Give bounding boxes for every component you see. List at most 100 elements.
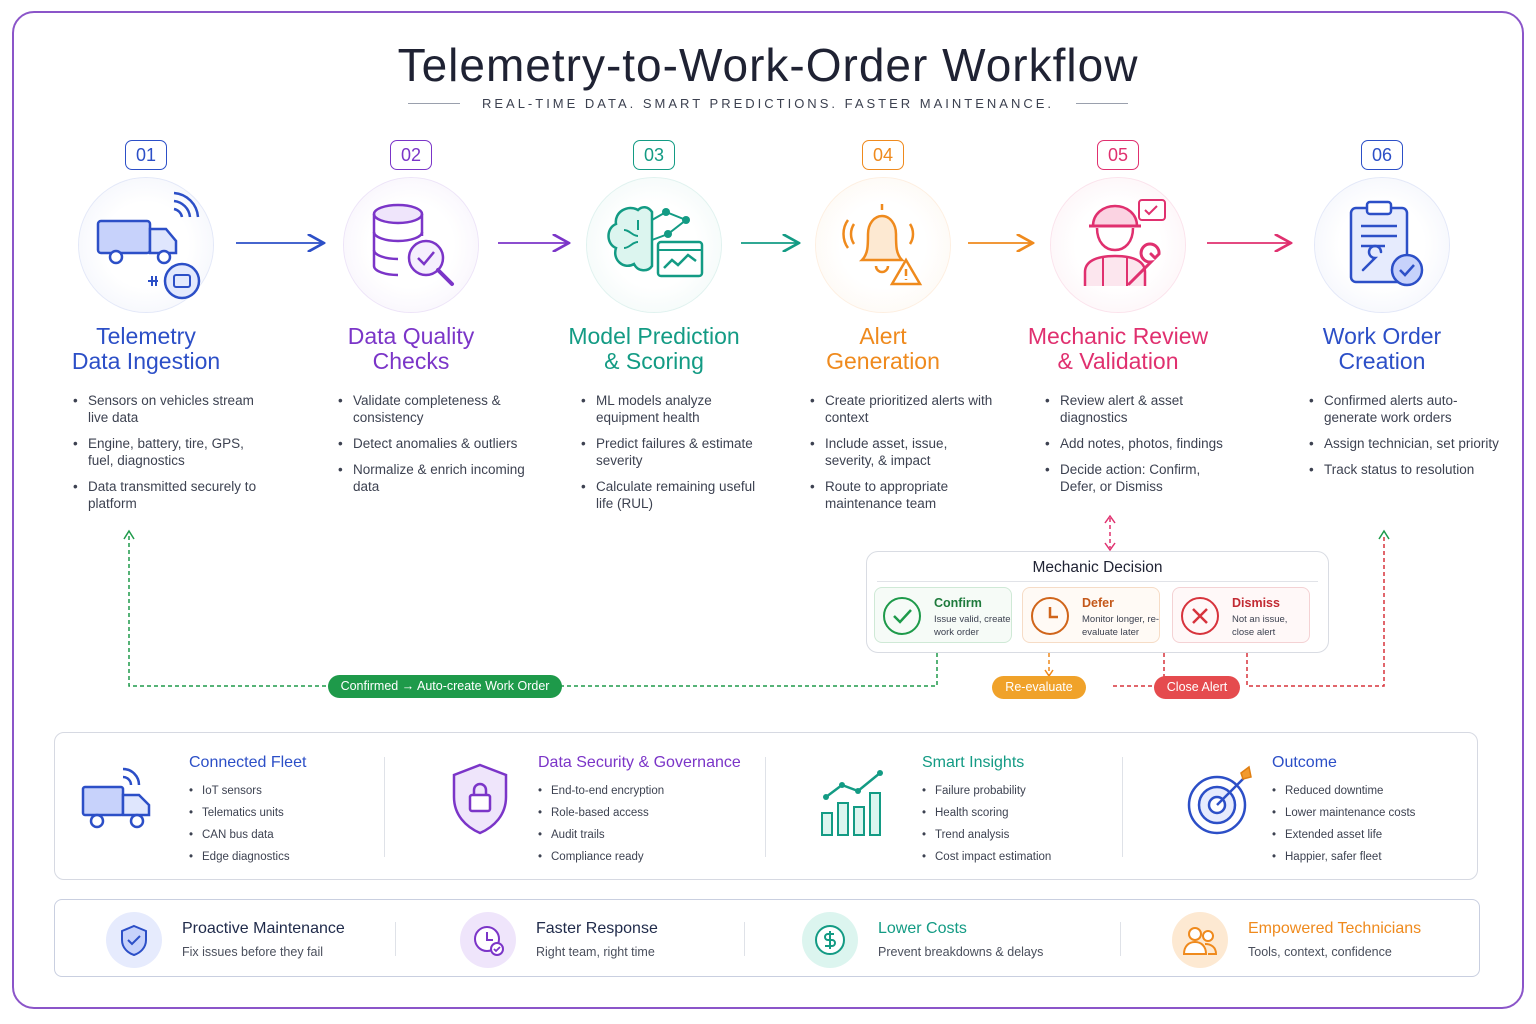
benefit-description: Right team, right time — [536, 945, 655, 959]
step-number-badge: 04 — [862, 140, 904, 170]
benefit-proactive-maintenance: Proactive Maintenance Fix issues before … — [106, 912, 396, 968]
x-icon — [1181, 597, 1219, 635]
benefit-divider — [395, 922, 396, 956]
feature-item: Compliance ready — [538, 846, 664, 868]
benefit-divider — [744, 922, 745, 956]
step-icon-circle — [344, 178, 478, 312]
step-title: Mechanic Review & Validation — [993, 324, 1243, 374]
bullet-item: Sensors on vehicles stream live data — [73, 392, 263, 426]
feature-title: Outcome — [1272, 754, 1337, 771]
feature-item: Extended asset life — [1272, 824, 1415, 846]
step-number-badge: 06 — [1361, 140, 1403, 170]
feature-smart-insights: Smart Insights Failure probability Healt… — [766, 733, 1122, 881]
step-icon-circle — [816, 178, 950, 312]
subtitle-rule-left — [407, 103, 460, 104]
bullet-item: Create prioritized alerts with context — [810, 392, 1000, 426]
bullet-item: Assign technician, set priority — [1309, 435, 1499, 452]
step-bullets: Review alert & asset diagnostics Add not… — [1045, 392, 1235, 495]
subtitle-rule-right — [1076, 103, 1129, 104]
step-alert-generation[interactable]: 04 Alert Generation Create prioritized a… — [758, 140, 1008, 521]
feature-data-security: Data Security & Governance End-to-end en… — [385, 733, 765, 881]
bullet-item: Review alert & asset diagnostics — [1045, 392, 1235, 426]
step-title: Work Order Creation — [1257, 324, 1507, 374]
feature-list: End-to-end encryption Role-based access … — [538, 780, 664, 868]
step-title: Telemetry Data Ingestion — [21, 324, 271, 374]
decision-option-confirm[interactable]: Confirm Issue valid, create work order — [874, 587, 1012, 643]
feature-item: Audit trails — [538, 824, 664, 846]
benefit-empowered-technicians: Empowered Technicians Tools, context, co… — [1172, 912, 1472, 968]
benefit-title: Empowered Technicians — [1248, 920, 1422, 937]
truck-telemetry-icon — [96, 191, 201, 300]
step-title: Model Prediction & Scoring — [529, 324, 779, 374]
clipboard-check-icon — [1349, 200, 1424, 287]
clock-check-icon — [460, 912, 516, 968]
step-number-badge: 03 — [633, 140, 675, 170]
bar-chart-icon — [821, 770, 883, 836]
feature-item: End-to-end encryption — [538, 780, 664, 802]
shield-lock-icon — [452, 763, 508, 835]
decision-option-dismiss[interactable]: Dismiss Not an issue, close alert — [1172, 587, 1310, 643]
step-telemetry-ingestion[interactable]: 01 Telemetry Data Ingestion Sensors on v… — [21, 140, 271, 521]
bullet-item: Route to appropriate maintenance team — [810, 478, 1000, 512]
step-icon-circle — [1315, 178, 1449, 312]
mechanic-decision-panel: Mechanic Decision Confirm Issue valid, c… — [866, 551, 1329, 653]
feature-divider — [384, 757, 385, 857]
bullet-item: ML models analyze equipment health — [581, 392, 771, 426]
step-data-quality[interactable]: 02 Data Quality Checks Validate complete… — [286, 140, 536, 504]
step-title-line1: Alert — [859, 323, 907, 349]
features-panel: Connected Fleet IoT sensors Telematics u… — [54, 732, 1478, 880]
feature-item: Trend analysis — [922, 824, 1051, 846]
step-bullets: Validate completeness & consistency Dete… — [338, 392, 528, 495]
step-icon-circle — [79, 178, 213, 312]
feature-item: Edge diagnostics — [189, 846, 290, 868]
step-title-line2: Creation — [1338, 348, 1426, 374]
subtitle-row: REAL-TIME DATA. SMART PREDICTIONS. FASTE… — [0, 96, 1536, 111]
benefit-title: Faster Response — [536, 920, 658, 937]
reevaluate-pill: Re-evaluate — [992, 676, 1086, 699]
feature-connected-fleet: Connected Fleet IoT sensors Telematics u… — [55, 733, 385, 881]
benefit-title: Proactive Maintenance — [182, 920, 345, 937]
feature-outcome: Outcome Reduced downtime Lower maintenan… — [1123, 733, 1477, 881]
feature-item: Health scoring — [922, 802, 1051, 824]
feature-item: CAN bus data — [189, 824, 290, 846]
bullet-item: Track status to resolution — [1309, 461, 1499, 478]
feature-divider — [1122, 757, 1123, 857]
option-description: Monitor longer, re-evaluate later — [1082, 614, 1160, 638]
option-description: Issue valid, create work order — [934, 614, 1011, 638]
bullet-item: Predict failures & estimate severity — [581, 435, 771, 469]
benefit-description: Tools, context, confidence — [1248, 945, 1392, 959]
step-title-line1: Data Quality — [347, 323, 475, 349]
step-model-prediction[interactable]: 03 Model Prediction & Scoring ML models … — [529, 140, 779, 521]
step-title-line1: Work Order — [1322, 323, 1442, 349]
step-icon-circle — [587, 178, 721, 312]
benefit-description: Prevent breakdowns & delays — [878, 945, 1044, 959]
step-bullets: Confirmed alerts auto-generate work orde… — [1309, 392, 1499, 478]
bullet-item: Include asset, issue, severity, & impact — [810, 435, 1000, 469]
database-check-icon — [372, 203, 454, 286]
option-label: Dismiss — [1232, 596, 1280, 610]
bell-alert-icon — [842, 204, 923, 286]
bullet-item: Validate completeness & consistency — [338, 392, 528, 426]
bullet-item: Confirmed alerts auto-generate work orde… — [1309, 392, 1499, 426]
feature-item: Telematics units — [189, 802, 290, 824]
people-icon — [1172, 912, 1228, 968]
mechanic-icon — [1083, 199, 1166, 286]
decision-divider — [877, 581, 1318, 582]
decision-title: Mechanic Decision — [1032, 559, 1163, 576]
step-mechanic-review[interactable]: 05 Mechanic Review & Validation Review a… — [993, 140, 1243, 504]
step-work-order-creation[interactable]: 06 Work Order Creation Confirmed alerts … — [1257, 140, 1507, 487]
bullet-item: Normalize & enrich incoming data — [338, 461, 528, 495]
benefit-faster-response: Faster Response Right team, right time — [460, 912, 750, 968]
decision-option-defer[interactable]: Defer Monitor longer, re-evaluate later — [1022, 587, 1160, 643]
feature-list: Failure probability Health scoring Trend… — [922, 780, 1051, 868]
option-label: Defer — [1082, 596, 1114, 610]
page-subtitle: REAL-TIME DATA. SMART PREDICTIONS. FASTE… — [481, 96, 1055, 111]
option-description: Not an issue, close alert — [1232, 614, 1288, 638]
feature-list: IoT sensors Telematics units CAN bus dat… — [189, 780, 290, 868]
step-title-line1: Model Prediction — [568, 323, 740, 349]
close-alert-pill: Close Alert — [1154, 676, 1240, 699]
benefit-lower-costs: Lower Costs Prevent breakdowns & delays — [802, 912, 1122, 968]
step-title-line2: & Validation — [1057, 348, 1179, 374]
brain-chart-icon — [607, 206, 704, 278]
benefit-description: Fix issues before they fail — [182, 945, 324, 959]
